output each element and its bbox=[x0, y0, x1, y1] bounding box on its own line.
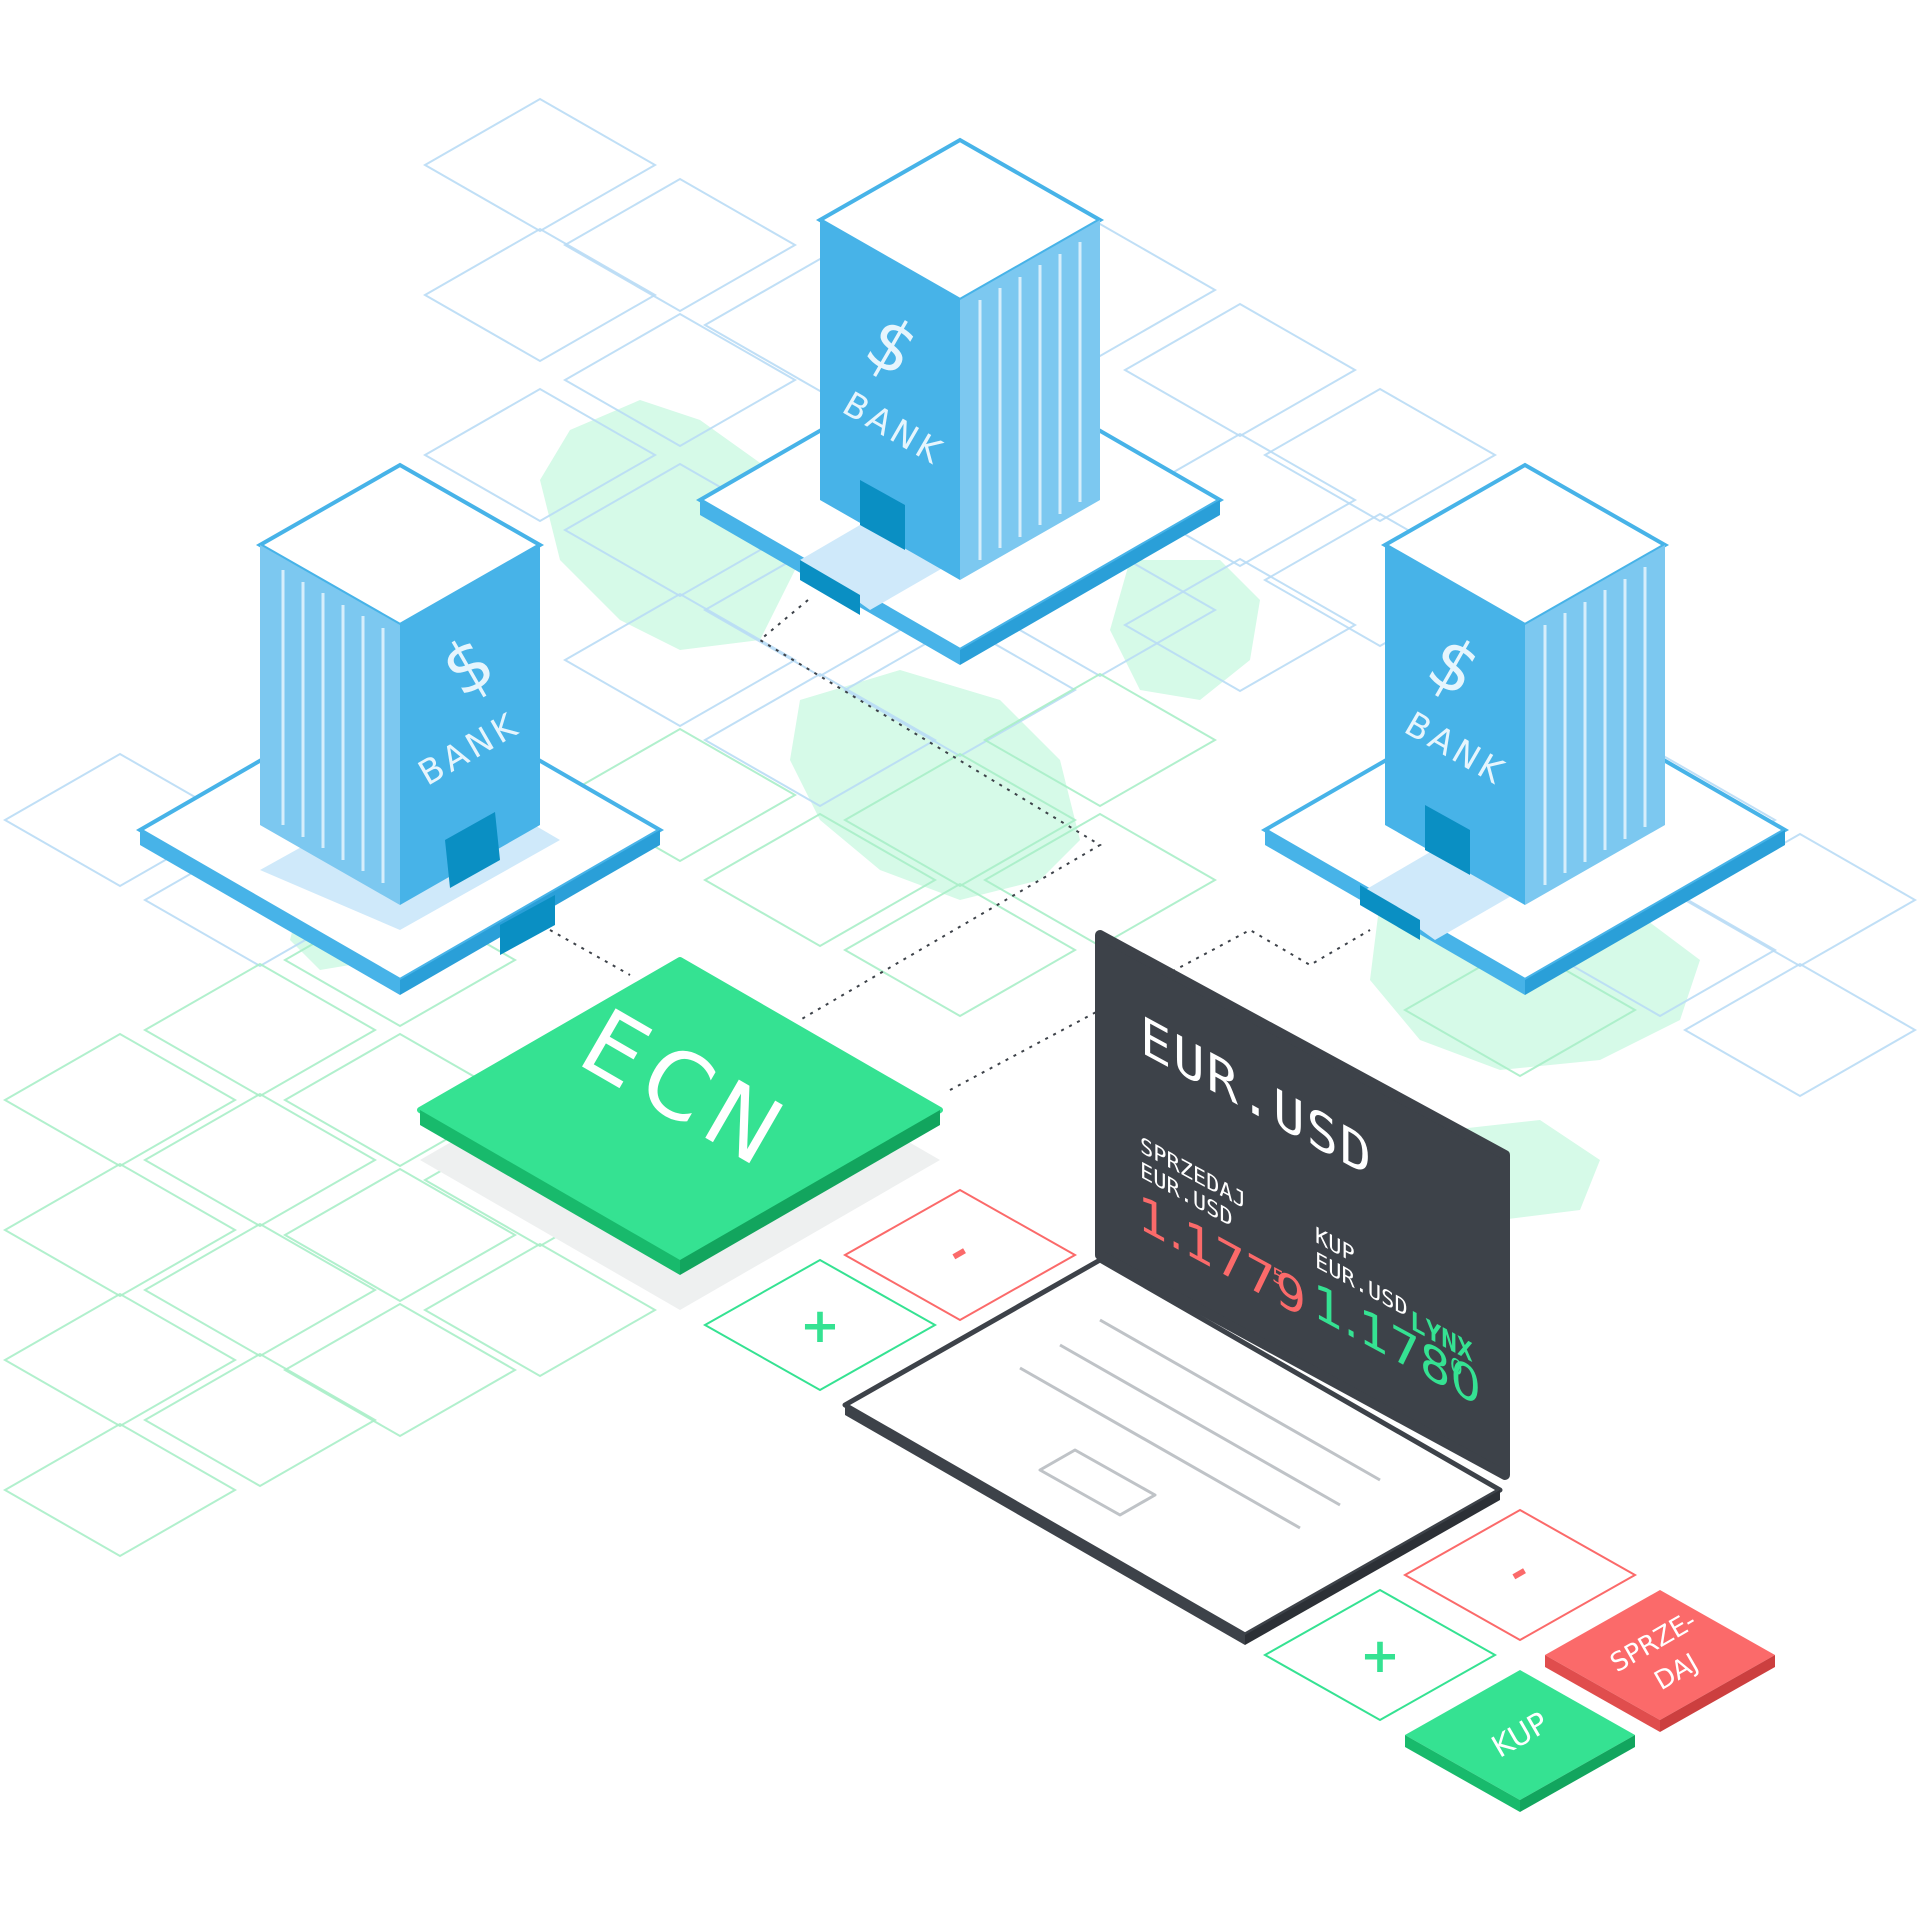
order-plus-tile[interactable]: + bbox=[1262, 1588, 1498, 1722]
grid-tile bbox=[422, 387, 658, 523]
laptop-touchpad[interactable] bbox=[1038, 1448, 1157, 1517]
screen-buy-pip: 0 bbox=[1450, 1352, 1463, 1382]
grid-tile bbox=[422, 1242, 658, 1378]
grid-tile bbox=[842, 882, 1078, 1018]
grid-tile bbox=[2, 1422, 238, 1558]
grid-tile bbox=[1122, 302, 1358, 438]
grid-tile bbox=[2, 1162, 238, 1298]
grid-tile bbox=[562, 592, 798, 728]
ecn-plus-tile[interactable]: + bbox=[702, 1258, 938, 1392]
connection-lines bbox=[549, 599, 1371, 1091]
bank-building-top: $ BANK bbox=[695, 137, 1225, 665]
screen-sell-pip: 5 bbox=[1272, 1263, 1285, 1293]
grid-tile bbox=[1682, 962, 1918, 1098]
sell-button[interactable]: SPRZE- DAJ bbox=[1545, 1590, 1775, 1732]
grid-tile bbox=[982, 812, 1218, 948]
grid-tile bbox=[422, 97, 658, 233]
grid-tile bbox=[982, 672, 1218, 808]
grid-tile bbox=[702, 672, 938, 808]
grid-tile bbox=[2, 1292, 238, 1428]
buy-button[interactable]: KUP bbox=[1405, 1670, 1635, 1812]
grid-tile bbox=[562, 177, 798, 313]
bank-building-left: $ BANK bbox=[135, 462, 665, 995]
order-minus-tile[interactable]: - bbox=[1402, 1508, 1638, 1642]
background-grid bbox=[2, 97, 1918, 1558]
grid-tile bbox=[562, 312, 798, 448]
laptop-screen bbox=[1095, 930, 1510, 1480]
grid-tile bbox=[2, 1032, 238, 1168]
grid-tile bbox=[842, 622, 1078, 758]
ecn-minus-tile[interactable]: - bbox=[842, 1188, 1078, 1322]
ecn-platform: ECN bbox=[417, 957, 943, 1310]
grid-tile bbox=[282, 1302, 518, 1438]
grid-tile bbox=[422, 227, 658, 363]
connection-bank-left-ecn bbox=[549, 929, 631, 976]
grid-tile bbox=[842, 752, 1078, 888]
grid-tile bbox=[1122, 432, 1358, 568]
grid-tile bbox=[702, 812, 938, 948]
grid-tile bbox=[1122, 557, 1358, 693]
grid-tile bbox=[142, 1092, 378, 1228]
bank-building-right: $ BANK bbox=[1260, 462, 1790, 995]
grid-tile bbox=[142, 1352, 378, 1488]
grid-tile bbox=[142, 1222, 378, 1358]
ecn-plus-icon: + bbox=[800, 1298, 840, 1354]
grid-tile bbox=[1262, 387, 1498, 523]
grid-tile bbox=[282, 1167, 518, 1303]
grid-tile bbox=[142, 962, 378, 1098]
order-plus-icon: + bbox=[1360, 1628, 1400, 1684]
